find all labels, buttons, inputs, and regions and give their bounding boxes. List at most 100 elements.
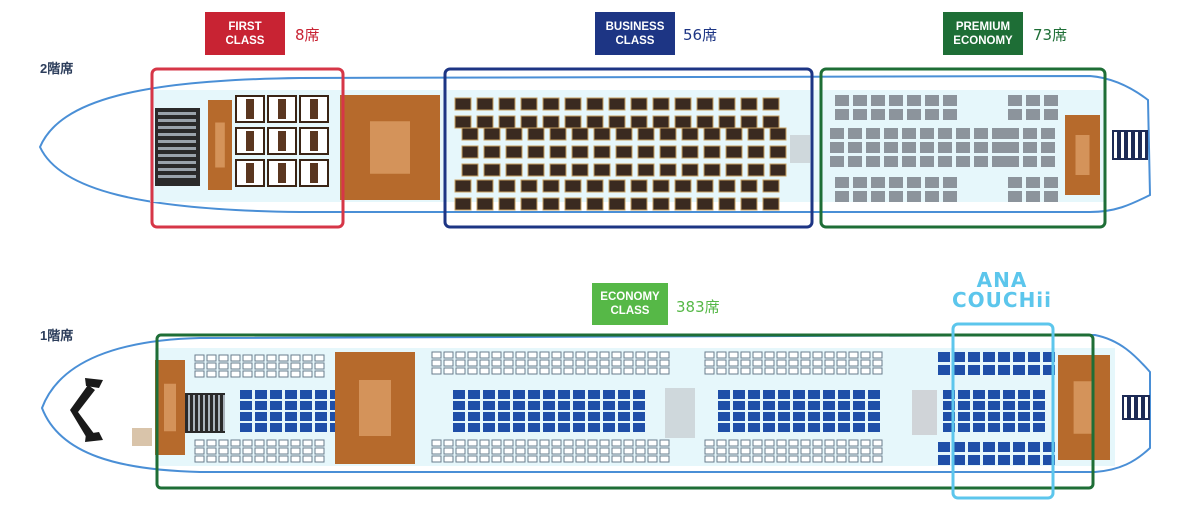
economy-seat-mid-left (623, 351, 634, 359)
economy-seat-aft-center (808, 390, 820, 399)
economy-seat-fwd-left (302, 362, 313, 370)
business-seat-center (527, 127, 545, 141)
economy-seat-fwd-right (266, 447, 277, 455)
economy-seat-aft-left (860, 359, 871, 367)
economy-seat-mid-right (455, 447, 466, 455)
economy-seat-mid-right (599, 455, 610, 463)
economy-seat-mid-right (563, 447, 574, 455)
economy-seat-mid-center (543, 401, 555, 410)
couchii-seat-right (938, 455, 950, 465)
first-class-seat (246, 131, 254, 151)
economy-seat-aft-right (824, 439, 835, 447)
premium-seat-aft-center (1041, 156, 1055, 167)
business-seat-center (659, 127, 677, 141)
economy-seat-aft-left (752, 351, 763, 359)
upper-aft-stairs-step (1128, 132, 1131, 158)
economy-seat-aft-center (718, 423, 730, 432)
business-seat-window-right (696, 197, 714, 211)
economy-seat-aft-center (718, 412, 730, 421)
economy-seat-aft-left (872, 367, 883, 375)
couchii-seat-left (938, 365, 950, 375)
economy-seat-mid-right (443, 447, 454, 455)
business-seat-center (725, 127, 743, 141)
business-seat-window-right (674, 197, 692, 211)
economy-seat-mid-right (479, 447, 490, 455)
premium-seat-left (943, 95, 957, 106)
business-seat-window-right (476, 197, 494, 211)
economy-seat-mid-center (513, 423, 525, 432)
premium-seat-center (884, 156, 898, 167)
couchii-seat-center (973, 412, 985, 421)
economy-seat-mid-left (527, 359, 538, 367)
couchii-seat-right (968, 455, 980, 465)
business-seat-window-right (762, 179, 780, 193)
business-seat-center (593, 163, 611, 177)
premium-seat-center (848, 142, 862, 153)
economy-seat-aft-right (776, 439, 787, 447)
economy-seat-aft-left (812, 367, 823, 375)
economy-seat-fwd-left (302, 354, 313, 362)
economy-seat-fwd-left (194, 362, 205, 370)
economy-seat-fwd-center (300, 390, 312, 399)
economy-seat-aft-left (812, 351, 823, 359)
economy-seat-fwd-center (285, 412, 297, 421)
economy-seat-mid-left (647, 367, 658, 375)
economy-seat-fwd-right (242, 439, 253, 447)
economy-seat-mid-center (558, 412, 570, 421)
economy-seat-fwd-right (302, 439, 313, 447)
economy-seat-aft-right (812, 455, 823, 463)
business-seat-center (615, 145, 633, 159)
business-seat-center (681, 163, 699, 177)
business-seat-window-left (454, 115, 472, 129)
economy-seat-aft-left (740, 359, 751, 367)
business-seat-window-right (608, 179, 626, 193)
economy-seat-aft-right (740, 447, 751, 455)
economy-seat-aft-center (718, 401, 730, 410)
premium-seat-center (866, 142, 880, 153)
business-seat-center (747, 127, 765, 141)
economy-seat-mid-right (563, 439, 574, 447)
premium-seat-right (925, 191, 939, 202)
economy-seat-fwd-center (300, 423, 312, 432)
economy-seat-aft-center (763, 390, 775, 399)
couchii-seat-right (953, 442, 965, 452)
business-seat-center (505, 145, 523, 159)
economy-seat-mid-center (618, 390, 630, 399)
economy-seat-mid-center (498, 423, 510, 432)
business-seat-window-right (608, 197, 626, 211)
business-seat-window-left (520, 115, 538, 129)
economy-seat-mid-center (528, 390, 540, 399)
couchii-outline (951, 322, 1055, 500)
economy-seat-aft-center (793, 423, 805, 432)
economy-seat-fwd-left (290, 362, 301, 370)
economy-seat-aft-center (733, 401, 745, 410)
economy-seat-mid-center (603, 423, 615, 432)
business-seat-window-right (586, 197, 604, 211)
economy-seat-fwd-left (242, 370, 253, 378)
economy-seat-aft-right (776, 455, 787, 463)
business-seat-center (703, 163, 721, 177)
economy-seat-mid-center (558, 390, 570, 399)
economy-seat-aft-right (860, 455, 871, 463)
economy-seat-fwd-left (206, 354, 217, 362)
premium-seat-center (884, 128, 898, 139)
economy-seat-mid-right (551, 439, 562, 447)
economy-seat-mid-center (588, 401, 600, 410)
economy-seat-fwd-right (254, 447, 265, 455)
lower-aft-bulkhead (912, 390, 937, 435)
upper-stairs-step (158, 126, 196, 129)
economy-seat-mid-right (659, 447, 670, 455)
economy-seat-mid-left (563, 359, 574, 367)
economy-seat-aft-left (704, 351, 715, 359)
economy-seat-mid-left (635, 351, 646, 359)
business-seat-window-right (630, 179, 648, 193)
economy-seat-fwd-center (240, 423, 252, 432)
economy-seat-aft-center (808, 401, 820, 410)
economy-class-seat-count: 383席 (676, 298, 720, 316)
couchii-seat-center (973, 423, 985, 432)
economy-seat-mid-left (539, 351, 550, 359)
economy-seat-fwd-center (315, 390, 327, 399)
premium-seat-aft-center (1005, 142, 1019, 153)
premium-seat-aft-left (1008, 95, 1022, 106)
premium-seat-aft-center (1041, 142, 1055, 153)
